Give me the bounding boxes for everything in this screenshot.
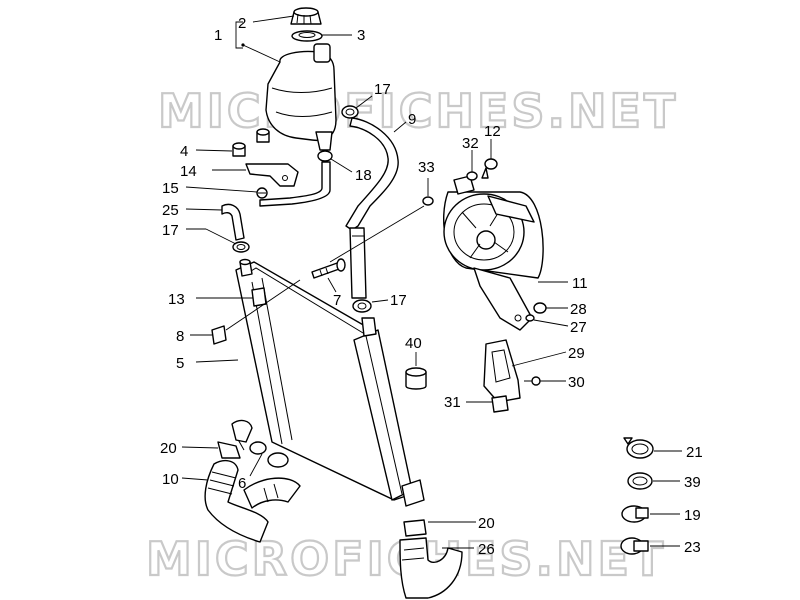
clip-8 (211, 325, 227, 345)
screw-15 (256, 187, 268, 199)
callout-5: 5 (176, 355, 184, 372)
hose-clamp-20-right (403, 519, 427, 537)
callout-20: 20 (160, 440, 177, 457)
callout-12: 12 (484, 123, 501, 140)
callout-19: 19 (684, 507, 701, 524)
callout-18: 18 (355, 167, 372, 184)
callout-4: 4 (180, 143, 188, 160)
nut-33 (422, 196, 434, 206)
cooling-fan-11 (442, 175, 544, 331)
callout-6: 6 (238, 475, 246, 492)
hose-clamp-39 (627, 472, 653, 490)
callout-33: 33 (418, 159, 435, 176)
grommet-6 (249, 441, 289, 468)
callout-30: 30 (568, 374, 585, 391)
callout-9: 9 (408, 111, 416, 128)
hose-clamp-17-lower (352, 299, 372, 313)
callout-14: 14 (180, 163, 197, 180)
callout-39: 39 (684, 474, 701, 491)
callout-17: 17 (390, 292, 407, 309)
callout-32: 32 (462, 135, 479, 152)
hose-clamp-20-left (217, 441, 241, 459)
radiator-5 (231, 258, 425, 507)
callout-17: 17 (162, 222, 179, 239)
watermark-top: MICROFICHES.NET (158, 84, 678, 138)
callout-3: 3 (357, 27, 365, 44)
hose-25 (221, 203, 245, 241)
hose-clamp-17-left (232, 241, 250, 253)
callout-20: 20 (478, 515, 495, 532)
callout-29: 29 (568, 345, 585, 362)
breather-hose-9 (345, 117, 399, 299)
lower-hose-10 (204, 459, 269, 543)
callout-10: 10 (162, 471, 179, 488)
hose-clamp-21 (623, 437, 654, 459)
nut-28 (533, 302, 547, 314)
bracket-29 (483, 339, 521, 403)
callout-31: 31 (444, 394, 461, 411)
washer-32 (466, 171, 478, 181)
callout-labels: 1 2 3 17 9 4 32 12 14 18 33 15 25 17 11 … (160, 15, 703, 558)
clip-13 (251, 287, 267, 307)
screw-30 (524, 376, 541, 386)
expansion-tank (265, 43, 337, 151)
callout-28: 28 (570, 301, 587, 318)
hose-26 (399, 537, 463, 599)
callout-11: 11 (572, 275, 588, 292)
clip-31 (491, 395, 509, 413)
washer-27 (525, 314, 535, 322)
screw-12 (481, 158, 498, 179)
cap-40 (405, 367, 427, 390)
callout-25: 25 (162, 202, 179, 219)
callout-15: 15 (162, 180, 179, 197)
callout-40: 40 (405, 335, 422, 352)
callout-7: 7 (333, 292, 341, 309)
hose-clamp-19 (621, 505, 649, 523)
hose-clamp-18 (317, 150, 333, 162)
lower-hose-right (243, 477, 301, 509)
overflow-hose (259, 161, 331, 207)
callout-2: 2 (238, 15, 246, 32)
callout-27: 27 (570, 319, 587, 336)
callout-13: 13 (168, 291, 185, 308)
callout-21: 21 (686, 444, 703, 461)
hose-clamp-23 (620, 537, 649, 555)
callout-17: 17 (374, 81, 391, 98)
callout-26: 26 (478, 541, 495, 558)
cap-seal-ring (291, 30, 323, 42)
callout-1: 1 (214, 27, 222, 44)
tank-bracket-14 (245, 163, 299, 187)
callout-23: 23 (684, 539, 701, 556)
stud-bolt-7 (311, 258, 346, 279)
callout-8: 8 (176, 328, 184, 345)
hose-clamp-17-upper (341, 105, 359, 119)
expansion-tank-cap (290, 7, 322, 25)
grommet-4 (232, 128, 270, 157)
